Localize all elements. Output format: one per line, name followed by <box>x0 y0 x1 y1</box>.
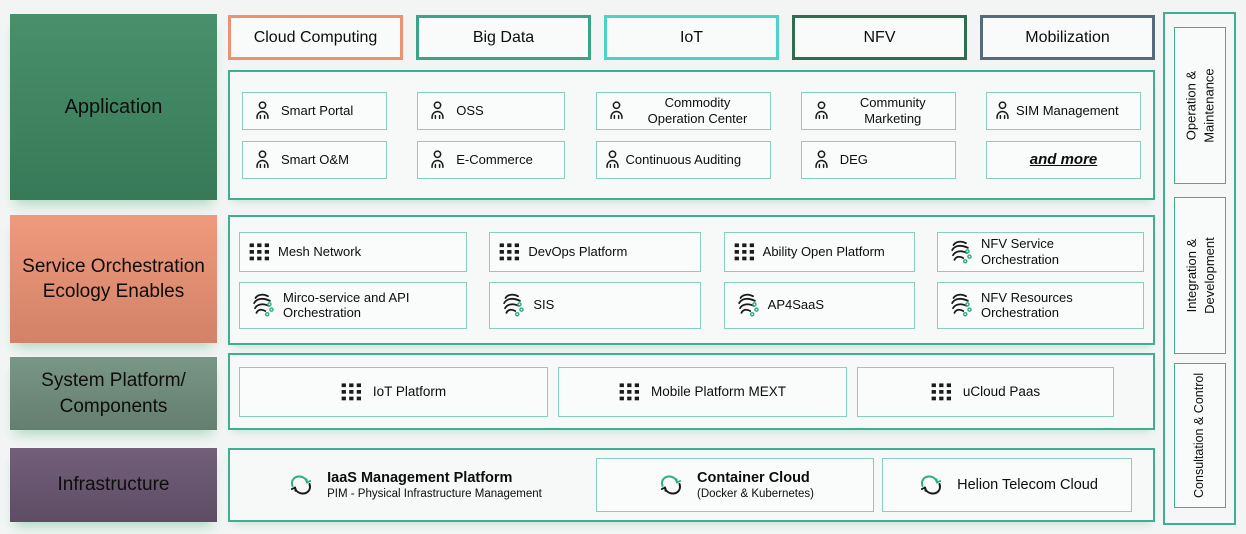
app-item-commodity-operation-center: Commodity Operation Center <box>595 91 771 130</box>
svc-item-label: AP4SaaS <box>767 297 825 313</box>
svc-item-label: DevOps Platform <box>528 243 628 259</box>
grid-icon <box>249 243 270 261</box>
vertical-label: Consultation & Control <box>1192 372 1207 499</box>
svc-item-label: NFV Resources Orchestration <box>980 289 1073 320</box>
app-item-label: E-Commerce <box>456 151 533 167</box>
app-item-e-commerce: E-Commerce <box>417 140 566 179</box>
grid-icon <box>734 243 755 261</box>
sys-item-iot-platform: IoT Platform <box>239 366 548 417</box>
infra-item-title: IaaS Management Platform <box>327 469 513 486</box>
infra-item-title: Container Cloud <box>697 469 810 486</box>
right-label-consultation-control: Consultation & Control <box>1174 363 1226 508</box>
app-item-deg: DEG <box>800 140 956 179</box>
service-orchestration-panel: Mesh Network DevOps Platform Ability Ope… <box>228 215 1155 345</box>
infra-item-subtitle: (Docker & Kubernetes) <box>697 487 814 500</box>
infra-item-title: Helion Telecom Cloud <box>957 476 1098 493</box>
person-icon <box>811 149 832 170</box>
svc-item-label: NFV Service Orchestration <box>980 236 1060 267</box>
app-item-continuous-auditing: Continuous Auditing <box>595 140 771 179</box>
app-item-and-more: and more <box>986 140 1141 179</box>
infra-item-text: Helion Telecom Cloud <box>957 476 1098 494</box>
infra-item-iaas-management-platform: IaaS Management Platform PIM - Physical … <box>232 458 596 512</box>
app-item-label: DEG <box>839 151 868 167</box>
vertical-label: Integration & Development <box>1183 237 1217 314</box>
infra-item-subtitle: PIM - Physical Infrastructure Management <box>327 487 542 500</box>
app-item-label: SIM Management <box>1016 102 1119 118</box>
infra-item-text: IaaS Management Platform PIM - Physical … <box>327 469 542 502</box>
person-icon <box>992 100 1013 121</box>
category-label-system-platform: System Platform/ Components <box>10 357 217 430</box>
grid-icon <box>341 383 362 401</box>
sys-item-ucloud-paas: uCloud Paas <box>857 366 1114 417</box>
person-icon <box>606 100 627 121</box>
domain-chips-row: Cloud Computing Big Data IoT NFV Mobiliz… <box>228 15 1155 60</box>
app-item-community-marketing: Community Marketing <box>800 91 956 130</box>
app-item-label: Smart O&M <box>281 151 349 167</box>
infra-item-text: Container Cloud (Docker & Kubernetes) <box>697 469 814 502</box>
category-label-infrastructure: Infrastructure <box>10 448 217 522</box>
chip-big-data: Big Data <box>416 15 591 60</box>
svc-item-nfv-service-orchestration: NFV Service Orchestration <box>936 231 1144 272</box>
flow-icon <box>947 292 973 318</box>
app-item-label: OSS <box>456 102 484 118</box>
grid-icon <box>619 383 640 401</box>
sys-item-label: uCloud Paas <box>962 384 1041 399</box>
app-item-label: Continuous Auditing <box>625 151 742 167</box>
person-icon <box>602 149 623 170</box>
vertical-label: Operation & Maintenance <box>1183 68 1217 143</box>
app-item-label: Community Marketing <box>859 95 926 126</box>
svc-item-label: SIS <box>533 297 555 313</box>
svc-item-label: Ability Open Platform <box>762 243 885 259</box>
chip-iot: IoT <box>604 15 779 60</box>
infra-item-helion-telecom-cloud: Helion Telecom Cloud <box>882 458 1132 512</box>
infrastructure-panel: IaaS Management Platform PIM - Physical … <box>228 448 1155 522</box>
person-icon <box>252 149 273 170</box>
app-item-oss: OSS <box>417 91 566 130</box>
grid-icon <box>499 243 520 261</box>
flow-icon <box>249 292 275 318</box>
svc-item-label: Mesh Network <box>278 243 362 259</box>
svc-item-micro-service-api-orchestration: Mirco-service and API Orchestration <box>239 281 467 329</box>
app-item-smart-portal: Smart Portal <box>242 91 387 130</box>
app-item-label: Commodity Operation Center <box>647 95 748 126</box>
svc-item-mesh-network: Mesh Network <box>239 231 467 272</box>
sys-item-label: Mobile Platform MEXT <box>650 384 787 399</box>
grid-icon <box>931 383 952 401</box>
person-icon <box>252 100 273 121</box>
app-item-label: Smart Portal <box>281 102 354 118</box>
person-icon <box>427 149 448 170</box>
svc-item-devops-platform: DevOps Platform <box>489 231 702 272</box>
svc-item-label: Mirco-service and API Orchestration <box>283 289 410 320</box>
chip-cloud-computing: Cloud Computing <box>228 15 403 60</box>
category-label-service-orchestration: Service Orchestration Ecology Enables <box>10 215 217 343</box>
flow-icon <box>499 292 525 318</box>
cloud-sync-icon <box>656 472 686 498</box>
right-label-integration-development: Integration & Development <box>1174 197 1226 354</box>
flow-icon <box>734 292 760 318</box>
infra-item-container-cloud: Container Cloud (Docker & Kubernetes) <box>596 458 874 512</box>
app-item-smart-om: Smart O&M <box>242 140 387 179</box>
svc-item-nfv-resources-orchestration: NFV Resources Orchestration <box>936 281 1144 329</box>
chip-mobilization: Mobilization <box>980 15 1155 60</box>
svc-item-sis: SIS <box>489 281 702 329</box>
svc-item-ap4saas: AP4SaaS <box>723 281 915 329</box>
cloud-sync-icon <box>916 472 946 498</box>
cloud-sync-icon <box>286 472 316 498</box>
sys-item-mobile-platform-mext: Mobile Platform MEXT <box>558 366 847 417</box>
person-icon <box>811 100 832 121</box>
svc-item-ability-open-platform: Ability Open Platform <box>723 231 915 272</box>
person-icon <box>427 100 448 121</box>
sys-item-label: IoT Platform <box>372 384 447 399</box>
category-label-application: Application <box>10 14 217 200</box>
chip-nfv: NFV <box>792 15 967 60</box>
system-platform-panel: IoT Platform Mobile Platform MEXT uCloud… <box>228 353 1155 430</box>
flow-icon <box>947 239 973 265</box>
right-label-operation-maintenance: Operation & Maintenance <box>1174 27 1226 184</box>
right-services-column: Operation & Maintenance Integration & De… <box>1163 12 1236 525</box>
app-item-sim-management: SIM Management <box>986 91 1141 130</box>
application-panel: Smart Portal OSS Commodity Operation Cen… <box>228 70 1155 200</box>
and-more-label: and more <box>1029 150 1098 168</box>
